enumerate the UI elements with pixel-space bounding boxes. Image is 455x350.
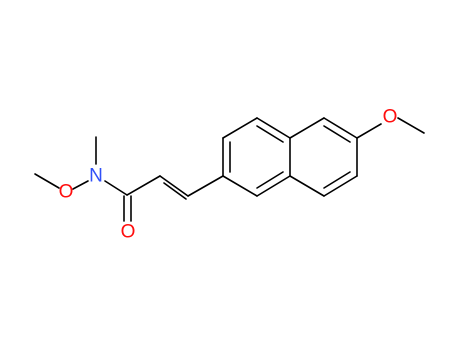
bond-aryl-o [356,123,382,139]
bond-n-carbonyl-c [104,180,128,196]
bond-alkene-double-a [159,175,189,197]
aryl-methoxy-oxygen-label: O [383,107,398,128]
bond-carbonyl-alkene [126,175,161,196]
nitrogen-atom-label: N [89,166,103,187]
bond-naph-10-inner [323,171,351,189]
bond-naph-8-inner [323,125,351,143]
n-methoxy-oxygen-label: O [59,182,74,203]
bond-alkene-double-b [163,182,187,200]
bond-naph-3 [256,117,291,139]
bond-o-methyl [34,173,60,189]
bond-o-methyl-aryl [397,117,425,134]
carbonyl-oxygen-label: O [121,222,136,243]
bond-naph-6 [222,175,258,197]
bond-naph-11 [289,175,325,197]
bond-naph-8 [323,117,358,139]
bond-n-o [72,180,89,190]
bond-alkene-aryl [187,175,224,197]
bond-naph-7 [289,117,325,139]
bond-naph-5-inner [256,171,284,189]
bond-naph-10 [323,175,358,197]
bond-naph-2 [222,117,258,139]
bond-naph-3-inner [256,125,284,143]
bond-naph-5 [256,175,291,197]
